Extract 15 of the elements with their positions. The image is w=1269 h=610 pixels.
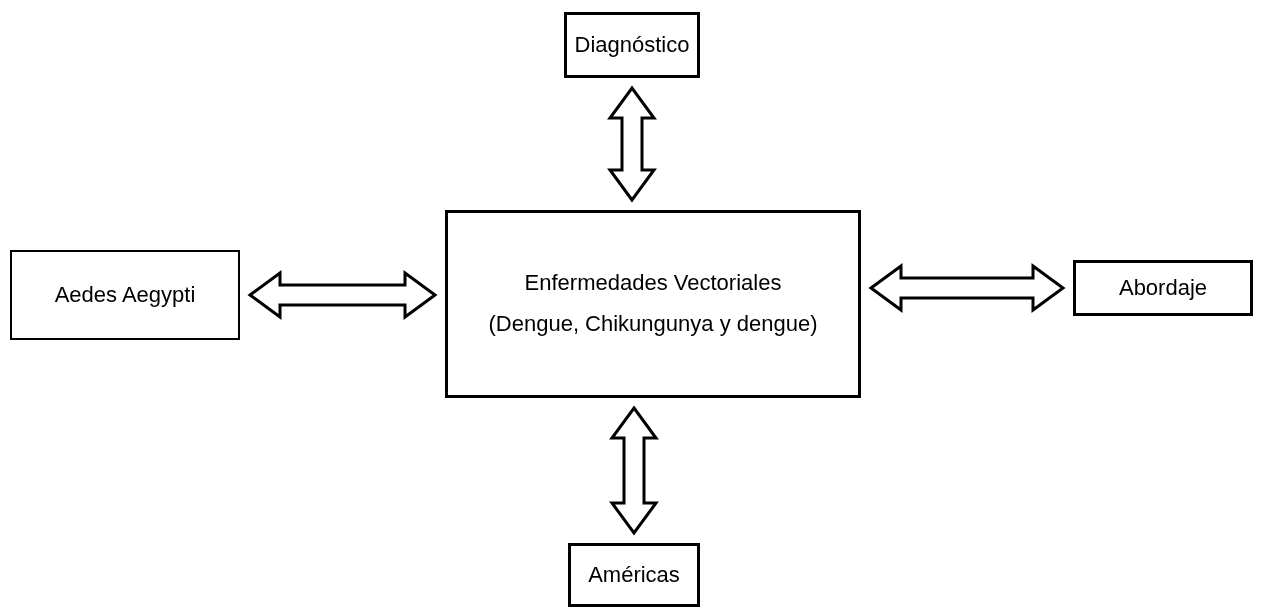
double-arrow [247, 270, 438, 320]
box-text: Diagnóstico [574, 30, 690, 59]
text-box [10, 250, 240, 340]
double-arrow [609, 405, 659, 536]
text-box [568, 543, 700, 607]
text-box [1073, 260, 1253, 316]
text-box [445, 210, 861, 398]
box-text: (Dengue, Chikungunya y dengue) [488, 310, 818, 338]
text-box [564, 12, 700, 78]
double-arrow [607, 85, 657, 203]
box-text: Aedes Aegypti [54, 280, 196, 309]
box-text: Enfermedades Vectoriales [524, 269, 782, 298]
box-text: Américas [588, 560, 680, 589]
double-arrow [868, 263, 1066, 313]
box-text: Abordaje [1118, 273, 1208, 302]
